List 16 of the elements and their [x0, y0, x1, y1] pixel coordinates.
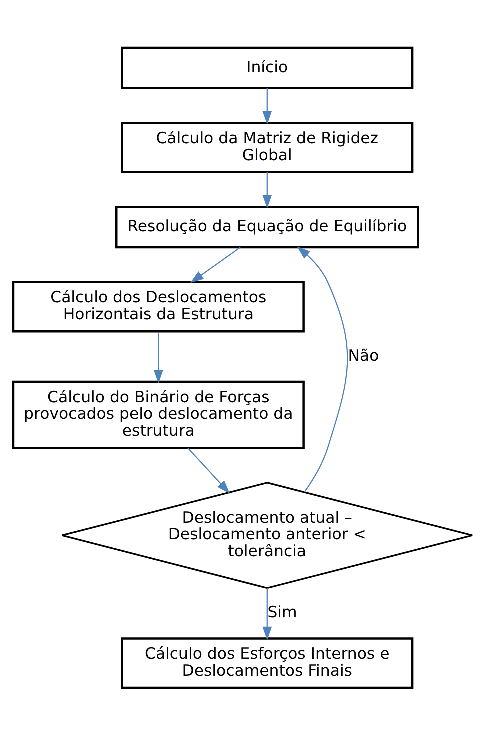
node-box: Cálculo dos Esforços Internos e Deslocamentos Finais — [120, 638, 414, 690]
arrow — [262, 172, 272, 209]
arrow — [262, 88, 272, 125]
node-box: Início — [120, 46, 414, 90]
node-box: Cálculo da Matriz de Rigidez Global — [120, 122, 414, 174]
edge-label: Não — [348, 346, 379, 365]
arrow — [190, 247, 240, 284]
node-diamond: Deslocamento atual – Deslocamento anterior < tolerância — [60, 482, 473, 590]
arrow — [296, 246, 348, 492]
arrow — [187, 448, 230, 494]
edge-label: Sim — [267, 602, 297, 622]
node-box: Cálculo dos Deslocamentos Horizontais da Estrutura — [12, 281, 304, 333]
arrow — [262, 588, 272, 640]
arrow — [153, 332, 163, 384]
node-box: Cálculo do Binário de Forças provocados pelo deslocamento da estrutura — [12, 380, 304, 450]
node-box: Resolução da Equação de Equilíbrio — [115, 206, 419, 249]
